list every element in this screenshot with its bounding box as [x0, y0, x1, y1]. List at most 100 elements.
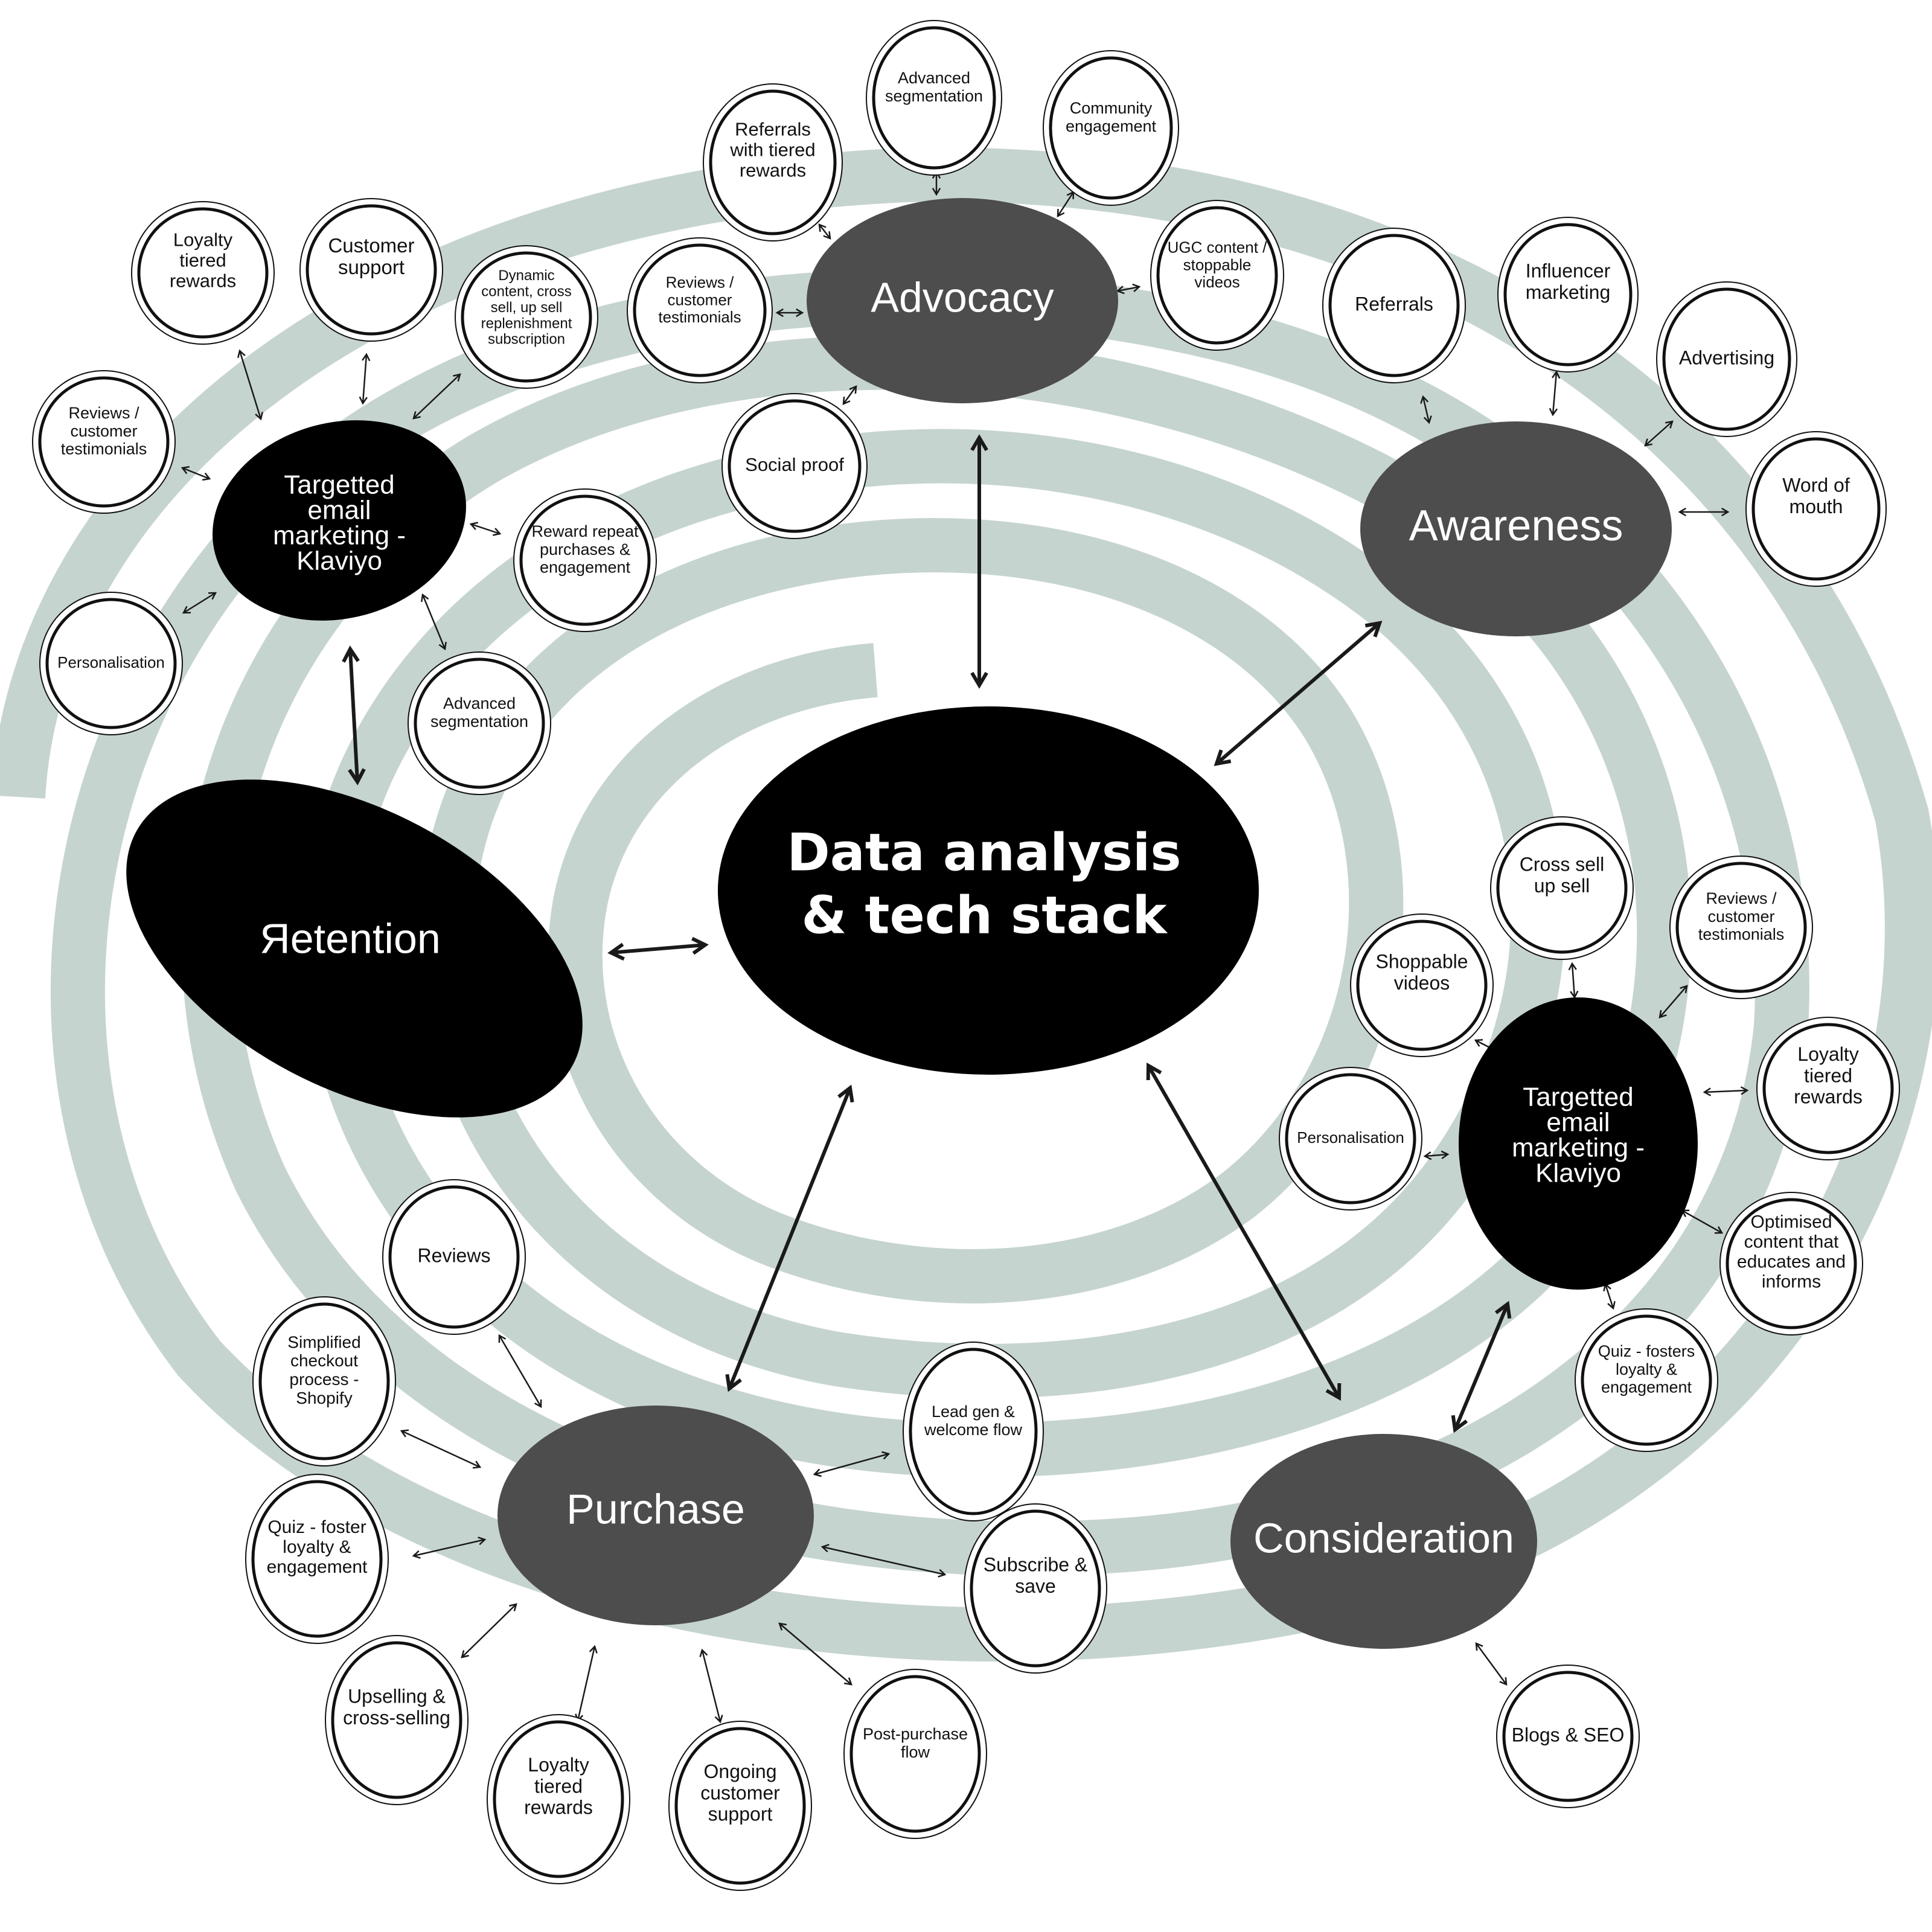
bubble-label: tiered [1804, 1064, 1852, 1086]
bubble-label: rewards [740, 160, 806, 181]
bubble-er-personalisation[interactable]: Personalisation [1279, 1067, 1422, 1211]
bubble-inner-ring [1502, 1671, 1634, 1802]
bubble-con-blogs-seo[interactable]: Blogs & SEO [1496, 1665, 1640, 1808]
bubble-label: customer [668, 290, 732, 309]
awareness-ellipse [1360, 421, 1672, 636]
connector-arrow-adv-ref [818, 223, 831, 240]
bubble-label: Community [1070, 99, 1153, 117]
bubble-label: Advanced [443, 694, 516, 712]
bubble-label: engagement [1601, 1378, 1692, 1396]
email-right-line4: Klaviyo [1535, 1159, 1621, 1188]
bubble-inner-ring [709, 89, 837, 235]
bubble-aw-referrals[interactable]: Referrals [1322, 228, 1466, 383]
bubble-label: segmentation [430, 712, 528, 731]
bubble-inner-ring [674, 1727, 806, 1885]
bubble-label: Optimised [1750, 1212, 1832, 1232]
bubble-label: Referrals [1355, 293, 1433, 315]
connector-arrow-er-quiz [1603, 1282, 1616, 1310]
connector-arrow-con-blogs [1475, 1642, 1508, 1686]
bubble-inner-ring [1503, 223, 1633, 366]
connector-arrow-email-left-retention [342, 645, 366, 785]
bubble-inner-ring [1662, 287, 1791, 431]
bubble-aw-advertising[interactable]: Advertising [1656, 281, 1797, 437]
bubble-label: mouth [1790, 496, 1843, 517]
connector-arrow-pur-quiz [412, 1537, 487, 1559]
hub-ellipse [718, 706, 1259, 1075]
stage-node-retention[interactable]: Яetention [71, 709, 638, 1187]
bubble-label: Cross sell [1520, 854, 1604, 875]
hub-node-data-analysis[interactable]: Data analysis & tech stack [718, 706, 1259, 1075]
bubble-label: Quiz - foster [267, 1517, 366, 1537]
bubble-pur-reviews[interactable]: Reviews [382, 1179, 526, 1335]
bubble-label: Loyalty [528, 1754, 589, 1776]
stage-node-email-marketing-right[interactable]: Targetted email marketing - Klaviyo [1459, 997, 1698, 1290]
bubble-label: Influencer [1526, 260, 1611, 282]
bubble-inner-ring [45, 598, 177, 729]
bubble-pur-subscribe-save[interactable]: Subscribe &save [964, 1503, 1107, 1674]
bubble-inner-ring [258, 1302, 390, 1460]
connector-arrow-hub-consideration [1146, 1062, 1342, 1401]
connector-arrow-er-cross [1568, 962, 1579, 999]
bubble-inner-ring [1751, 437, 1881, 581]
bubble-label: Advanced [898, 69, 970, 87]
email-left-line1: Targetted [284, 470, 394, 500]
email-right-line3: marketing - [1512, 1133, 1645, 1163]
connector-arrow-el-loy [237, 349, 263, 421]
bubble-pur-upselling[interactable]: Upselling &cross-selling [325, 1635, 469, 1805]
bubble-label: videos [1394, 972, 1450, 994]
purchase-label: Purchase [566, 1485, 745, 1532]
bubble-label: tiered [179, 250, 226, 271]
bubble-adv-social-proof[interactable]: Social proof [721, 393, 868, 539]
bubble-inner-ring [305, 204, 437, 336]
bubble-label: Customer [328, 234, 414, 257]
stage-node-email-marketing-left[interactable]: Targetted email marketing - Klaviyo [190, 392, 488, 648]
stage-node-consideration[interactable]: Consideration [1230, 1434, 1537, 1649]
bubble-label: Reviews [418, 1244, 491, 1266]
bubble-label: Simplified [287, 1332, 360, 1351]
bubble-pur-lead-gen[interactable]: Lead gen &welcome flow [903, 1342, 1044, 1521]
bubble-inner-ring [1726, 1198, 1857, 1329]
bubble-el-personalisation[interactable]: Personalisation [39, 592, 183, 735]
bubble-label: informs [1762, 1271, 1821, 1291]
bubble-label: subscription [488, 331, 565, 348]
connector-arrow-el-sup [359, 353, 371, 405]
stage-node-advocacy[interactable]: Advocacy [807, 198, 1118, 403]
connector-arrow-adv-ugc [1116, 283, 1141, 295]
bubble-inner-ring [414, 657, 545, 789]
awareness-label: Awareness [1409, 502, 1623, 550]
stage-node-awareness[interactable]: Awareness [1360, 421, 1672, 636]
connector-arrow-adv-rev [775, 308, 804, 318]
connector-arrow-er-rev [1659, 985, 1688, 1019]
stage-node-purchase[interactable]: Purchase [497, 1406, 814, 1625]
email-left-ellipse [213, 420, 466, 621]
retention-ellipse [126, 779, 583, 1118]
bubble-label: customer [70, 422, 137, 440]
consideration-ellipse [1230, 1434, 1537, 1649]
